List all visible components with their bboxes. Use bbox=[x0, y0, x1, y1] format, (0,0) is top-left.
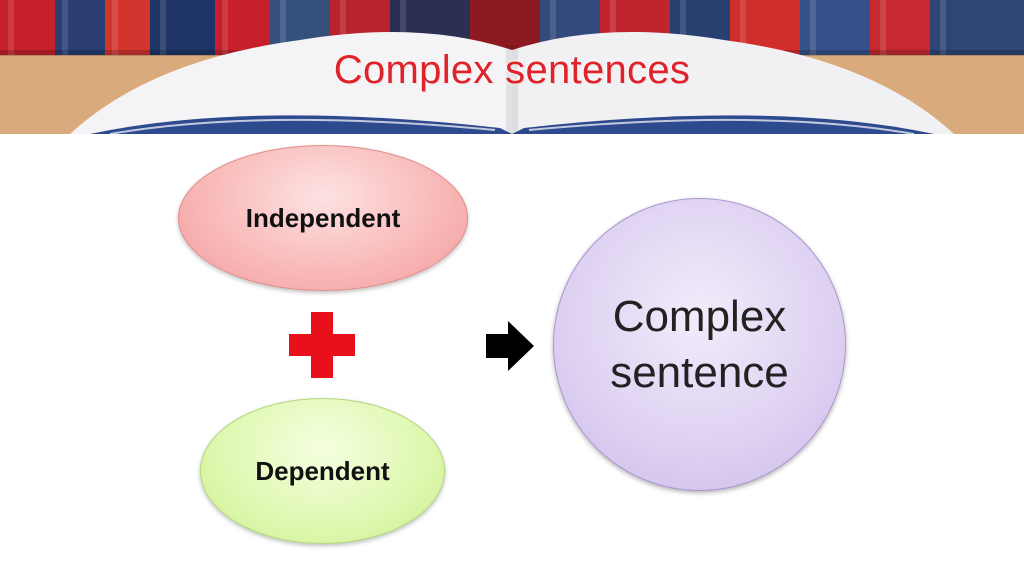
arrow-right-icon bbox=[486, 321, 534, 371]
independent-clause-oval: Independent bbox=[178, 145, 468, 291]
independent-label: Independent bbox=[245, 202, 401, 233]
complex-sentence-circle: Complex sentence bbox=[553, 198, 846, 491]
dependent-clause-oval: Dependent bbox=[200, 398, 445, 544]
header-banner: Complex sentences bbox=[0, 0, 1024, 134]
plus-icon bbox=[289, 312, 355, 378]
slide-title: Complex sentences bbox=[333, 48, 691, 92]
complex-sentence-label: Complex sentence bbox=[610, 291, 789, 397]
bookshelf-open-book-image bbox=[0, 0, 1024, 134]
dependent-label: Dependent bbox=[255, 455, 390, 486]
